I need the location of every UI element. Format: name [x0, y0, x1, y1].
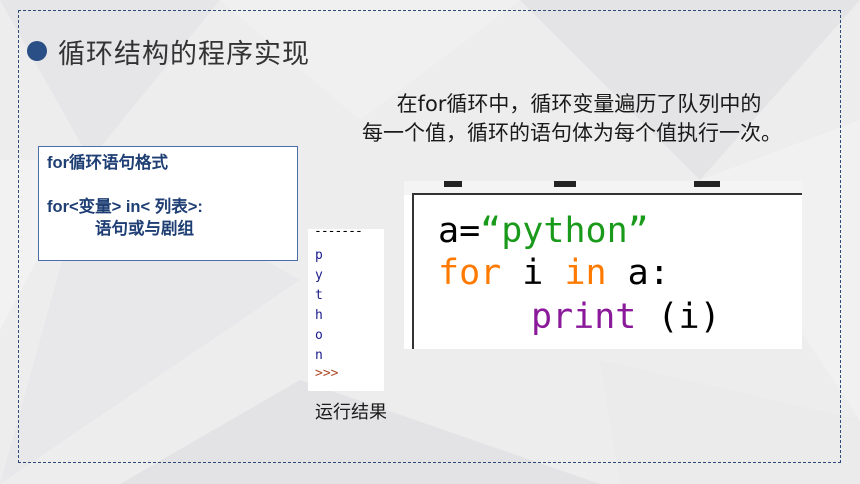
bullet-dot-icon — [27, 41, 47, 61]
syntax-spacer — [47, 174, 297, 196]
syntax-box: for循环语句格式 for<变量> in< 列表>: 语句或与剧组 — [38, 146, 298, 261]
code-string: “python” — [480, 211, 649, 251]
output-char: n — [315, 348, 323, 363]
code-keyword-in: in — [564, 253, 607, 293]
code-iterable: a: — [606, 253, 670, 293]
output-prompt: >>> — [315, 366, 339, 381]
code-var: a= — [438, 211, 481, 251]
description-line-1: 在for循环中，循环变量遍历了队列中的 — [396, 92, 762, 116]
output-separator: ------- — [314, 224, 363, 239]
toolbar-mark — [554, 181, 576, 187]
run-output-panel: ------- p y t h o n >>> — [308, 224, 384, 391]
code-loop-var: i — [501, 253, 565, 293]
editor-border-top — [412, 193, 802, 195]
syntax-heading: for循环语句格式 — [47, 154, 168, 172]
toolbar-mark — [444, 181, 462, 187]
run-result-label: 运行结果 — [315, 402, 387, 423]
output-char: p — [315, 248, 323, 263]
syntax-line-1: for<变量> in< 列表>: — [47, 198, 203, 216]
code-line-2: for i in a: — [438, 251, 670, 295]
content-frame — [18, 10, 841, 463]
editor-border-left — [412, 193, 414, 349]
slide-title: 循环结构的程序实现 — [58, 39, 310, 70]
description-line-2: 每一个值，循环的语句体为每个值执行一次。 — [362, 121, 782, 145]
output-char: o — [315, 328, 323, 343]
code-keyword-for: for — [438, 253, 502, 293]
code-args: (i) — [636, 297, 721, 337]
output-char: y — [315, 268, 323, 283]
toolbar-mark — [694, 181, 720, 187]
output-char: h — [315, 308, 323, 323]
output-char: t — [315, 288, 323, 303]
description-text: 在for循环中，循环变量遍历了队列中的 每一个值，循环的语句体为每个值执行一次。 — [322, 90, 822, 148]
code-line-1: a=“python” — [438, 209, 649, 253]
code-function: print — [531, 297, 637, 337]
syntax-line-2: 语句或与剧组 — [95, 220, 194, 238]
code-screenshot: a=“python” for i in a: print (i) — [404, 181, 802, 349]
code-line-3: print (i) — [531, 295, 721, 339]
